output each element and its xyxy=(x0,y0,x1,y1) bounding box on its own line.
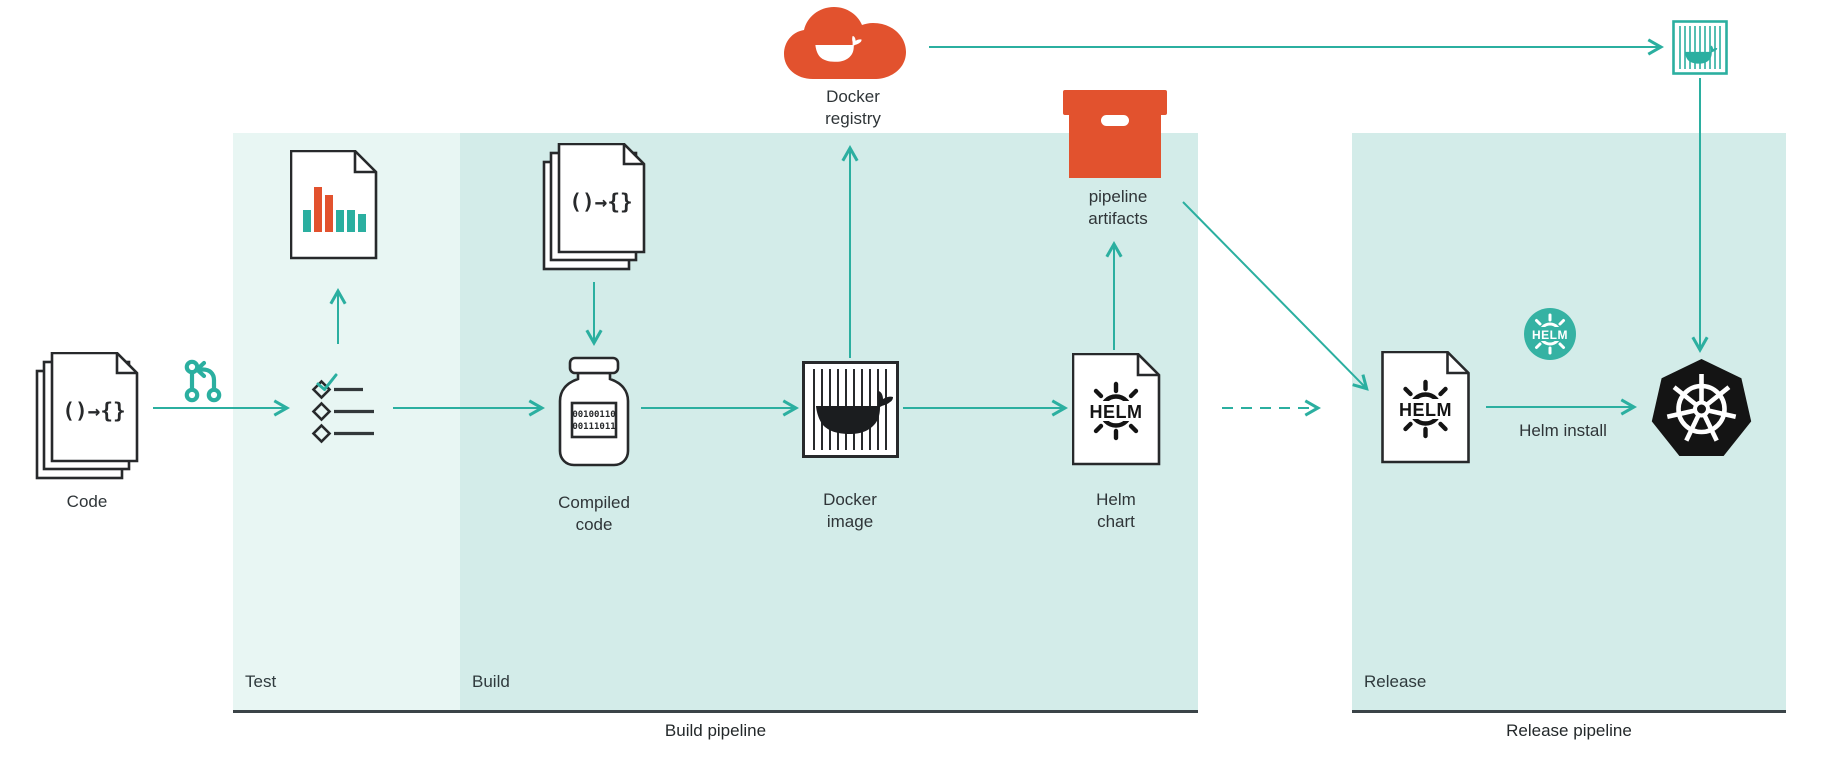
code-label: Code xyxy=(66,492,108,511)
pipeline-artifacts-label: pipeline artifacts xyxy=(1088,187,1148,229)
docker-image-label: Docker image xyxy=(823,490,877,532)
code-documents-icon: ()→{} xyxy=(35,352,139,480)
helm-logo-text: HELM xyxy=(1532,328,1568,342)
release-pipeline-label: Release pipeline xyxy=(1506,721,1632,740)
git-branch-icon xyxy=(184,359,222,403)
build-region-label: Build xyxy=(472,672,510,691)
source-documents-icon: ()→{} xyxy=(542,143,646,271)
build-pipeline-underline xyxy=(233,710,1198,713)
test-report-icon xyxy=(290,150,378,260)
source-glyph: ()→{} xyxy=(569,190,632,214)
helm-install-label: Helm install xyxy=(1519,421,1607,440)
helm-logo-text: HELM xyxy=(1090,402,1143,422)
docker-image-icon xyxy=(802,361,899,458)
release-helm-chart-icon: HELM xyxy=(1381,351,1470,464)
whale-icon xyxy=(815,36,862,62)
kubernetes-icon xyxy=(1651,359,1752,456)
report-bars xyxy=(303,187,366,232)
docker-registry-icon xyxy=(784,7,906,79)
helm-chart-label: Helm chart xyxy=(1096,490,1136,532)
helm-logo-text: HELM xyxy=(1399,400,1452,420)
docker-registry-label: Docker registry xyxy=(825,87,881,129)
arrow-artifacts-to-release-chart xyxy=(1182,201,1369,391)
binary-line-2: 00111011 xyxy=(572,422,615,432)
helm-badge-icon: HELM xyxy=(1524,308,1576,360)
test-region-label: Test xyxy=(245,672,277,691)
release-pipeline-underline xyxy=(1352,710,1786,713)
whale-icon xyxy=(816,391,893,434)
compiled-code-jar-icon: 00100110 00111011 xyxy=(558,356,630,467)
helm-chart-icon: HELM xyxy=(1072,353,1161,466)
binary-line-1: 00100110 xyxy=(572,410,615,420)
compiled-code-label: Compiled code xyxy=(558,493,630,535)
build-pipeline-label: Build pipeline xyxy=(664,721,767,740)
test-checklist-icon xyxy=(311,373,374,444)
release-region-label: Release xyxy=(1364,672,1427,691)
docker-image-teal-icon xyxy=(1672,20,1728,75)
pipeline-artifacts-icon xyxy=(1063,90,1167,178)
code-glyph: ()→{} xyxy=(62,399,125,423)
whale-icon xyxy=(1684,45,1718,64)
check-icon xyxy=(316,373,338,391)
